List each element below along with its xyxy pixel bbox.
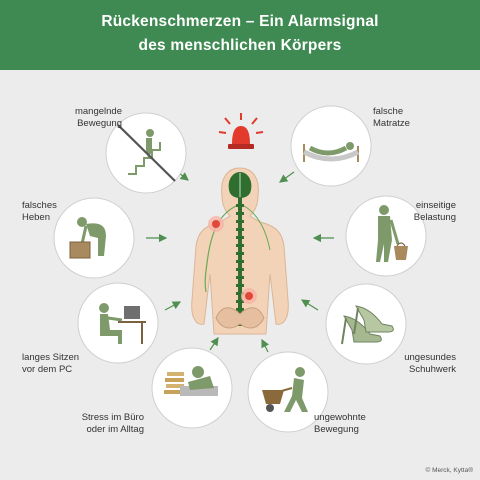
title-line-2: des menschlichen Körpers <box>138 37 342 54</box>
cause-circle-ungesundes-schuhwerk <box>325 283 407 365</box>
label-line: falsche <box>373 106 404 117</box>
cause-circle-mangelnde-bewegung <box>105 112 187 194</box>
label-line: Stress im Büro <box>81 412 144 423</box>
label-line: Bewegung <box>77 118 122 129</box>
label-line: ungesundes <box>404 352 456 363</box>
label-line: Matratze <box>373 118 410 129</box>
label-line: Schuhwerk <box>409 364 456 375</box>
pelvis <box>215 307 265 329</box>
cause-circle-langes-sitzen <box>77 282 159 364</box>
label-line: oder im Alltag <box>86 424 144 435</box>
cause-circle-falsches-heben <box>53 197 135 279</box>
label-mangelnde-bewegung: mangelnde Bewegung <box>52 106 122 130</box>
cause-circle-einseitige-belastung <box>345 195 427 277</box>
cause-circle-falsche-matratze <box>290 105 372 187</box>
label-line: falsches <box>22 200 57 211</box>
title-banner: Rückenschmerzen – Ein Alarmsignal des me… <box>0 0 480 70</box>
label-line: Bewegung <box>314 424 359 435</box>
label-stress: Stress im Büro oder im Alltag <box>52 412 144 436</box>
label-line: Heben <box>22 212 50 223</box>
label-line: einseitige <box>415 200 456 211</box>
label-line: vor dem PC <box>22 364 73 375</box>
title-line-1: Rückenschmerzen – Ein Alarmsignal <box>101 13 379 30</box>
label-line: langes Sitzen <box>22 352 80 363</box>
cause-circle-stress <box>151 347 233 429</box>
label-einseitige-belastung: einseitige Belastung <box>376 200 456 224</box>
label-line: Belastung <box>413 212 456 223</box>
label-falsches-heben: falsches Heben <box>22 200 82 224</box>
label-ungesundes-schuhwerk: ungesundes Schuhwerk <box>376 352 456 376</box>
prohibited-icon <box>117 124 176 182</box>
label-falsche-matratze: falsche Matratze <box>373 106 443 130</box>
human-torso <box>191 167 289 335</box>
label-line: mangelnde <box>74 106 122 117</box>
alarm-siren-icon <box>218 113 264 149</box>
vertebrae <box>236 204 244 311</box>
label-langes-sitzen: langes Sitzen vor dem PC <box>22 352 112 376</box>
label-ungewohnte-bewegung: ungewohnte Bewegung <box>314 412 394 436</box>
label-line: ungewohnte <box>314 412 366 423</box>
cause-circle-ungewohnte-bewegung <box>247 351 329 433</box>
copyright-notice: © Merck, Kytta® <box>425 467 473 474</box>
